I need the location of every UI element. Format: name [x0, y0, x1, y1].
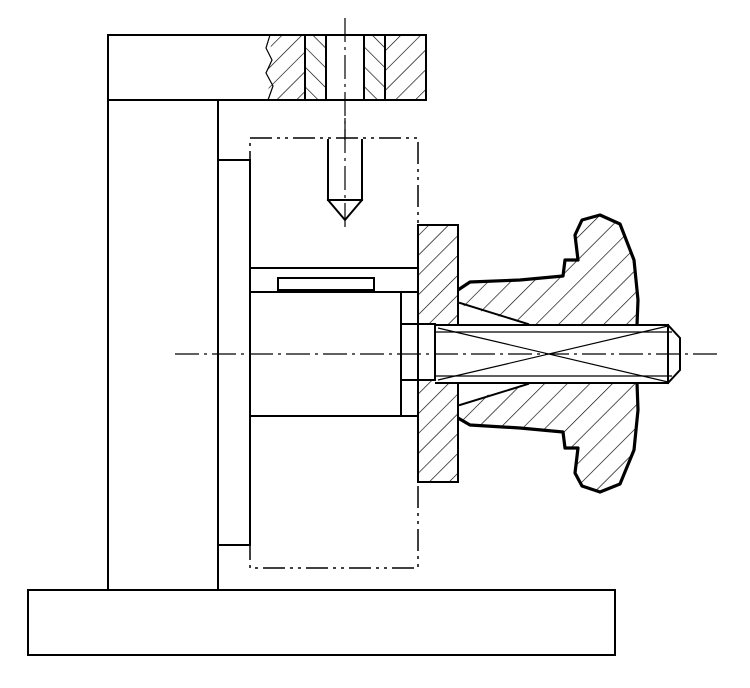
workpiece: [249, 137, 419, 569]
upright-support: [107, 99, 219, 591]
base-plate: [27, 589, 616, 656]
star-knob: [457, 213, 640, 494]
top-clamp-block: [107, 34, 427, 101]
clamp-face: [217, 159, 419, 546]
drilled-hole: [326, 139, 364, 222]
locating-key: [277, 277, 375, 291]
